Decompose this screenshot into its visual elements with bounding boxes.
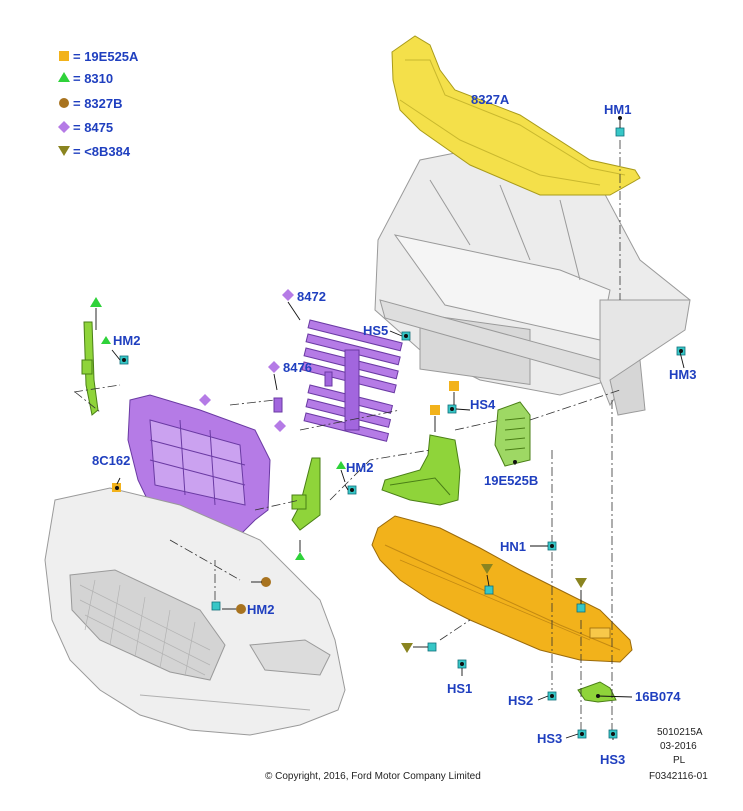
label-hm1: HM1: [604, 102, 631, 117]
label-8327A: 8327A: [471, 92, 510, 107]
legend-circle-icon: [59, 98, 69, 108]
label-16B074: 16B074: [635, 689, 681, 704]
label-hs1: HS1: [447, 681, 472, 696]
diagram-markers: [90, 289, 587, 653]
underbody-shield-orange: [371, 515, 633, 663]
document-language: PL: [673, 755, 686, 766]
label-8C162: 8C162: [92, 453, 130, 468]
clip-hm1: [615, 127, 625, 137]
label-hs3-right: HS3: [600, 752, 625, 767]
vehicle-front-structure: [374, 149, 691, 416]
legend-diamond-icon: [58, 121, 70, 133]
upper-member-8327A: [391, 35, 641, 196]
label-hm2-mid: HM2: [346, 460, 373, 475]
air-guide-19E525B: [494, 401, 531, 467]
assembly-lines: [73, 140, 621, 730]
document-date: 03-2016: [660, 741, 697, 752]
circle-icon: [236, 604, 246, 614]
triangle-down-icon: [575, 578, 587, 588]
diamond-icon: [274, 420, 286, 432]
label-hm2-left: HM2: [113, 333, 140, 348]
label-hn1: HN1: [500, 539, 526, 554]
square-icon: [430, 405, 440, 415]
leader-lines: [95, 116, 685, 740]
label-hm3: HM3: [669, 367, 696, 382]
legend-square-icon: [59, 51, 69, 61]
label-hs5: HS5: [363, 323, 388, 338]
circle-icon: [261, 577, 271, 587]
label-hs3-left: HS3: [537, 731, 562, 746]
clip-shield-mid: [484, 585, 494, 595]
figure-number: F0342116-01: [649, 771, 708, 782]
diamond-icon: [268, 361, 280, 373]
triangle-up-icon: [90, 297, 102, 307]
document-code: 5010215A: [657, 727, 703, 738]
bracket-16B074: [577, 681, 617, 703]
clip-hm2-bottom: [211, 601, 221, 611]
triangle-up-icon: [101, 336, 111, 344]
label-8476: 8476: [283, 360, 312, 375]
copyright-text: © Copyright, 2016, Ford Motor Company Li…: [265, 771, 481, 782]
clip-shield-right: [576, 603, 586, 613]
legend-item-8B384: = <8B384: [73, 144, 131, 159]
label-hs2: HS2: [508, 693, 533, 708]
legend: = 19E525A = 8310 = 8327B = 8475 = <8B384: [58, 49, 139, 159]
diamond-icon: [199, 394, 211, 406]
triangle-down-icon: [401, 643, 413, 653]
grille-frame-purple: [127, 394, 271, 536]
legend-item-8327B: = 8327B: [73, 96, 123, 111]
label-19E525B: 19E525B: [484, 473, 538, 488]
triangle-up-icon: [295, 552, 305, 560]
part-labels: 8327A HM1 8472 HM2 HS5 8476 HM3 HS4 8C16…: [92, 92, 696, 767]
label-hs4: HS4: [470, 397, 496, 412]
triangle-down-icon: [481, 564, 493, 574]
triangle-up-icon: [336, 461, 346, 469]
label-hm2-bottom: HM2: [247, 602, 274, 617]
footer: © Copyright, 2016, Ford Motor Company Li…: [265, 727, 708, 782]
clip-shield-left: [427, 642, 437, 652]
front-bumper: [44, 487, 346, 736]
label-8472: 8472: [297, 289, 326, 304]
legend-item-8310: = 8310: [73, 71, 113, 86]
left-bracket-green: [81, 321, 99, 416]
legend-triangle-up-icon: [58, 72, 70, 82]
legend-item-8475: = 8475: [73, 120, 113, 135]
legend-triangle-down-icon: [58, 146, 70, 156]
diamond-icon: [282, 289, 294, 301]
active-shutter-purple: [273, 319, 403, 442]
square-icon: [449, 381, 459, 391]
air-deflector-green: [381, 434, 461, 506]
legend-item-19E525A: = 19E525A: [73, 49, 139, 64]
center-bracket-green: [291, 457, 321, 531]
